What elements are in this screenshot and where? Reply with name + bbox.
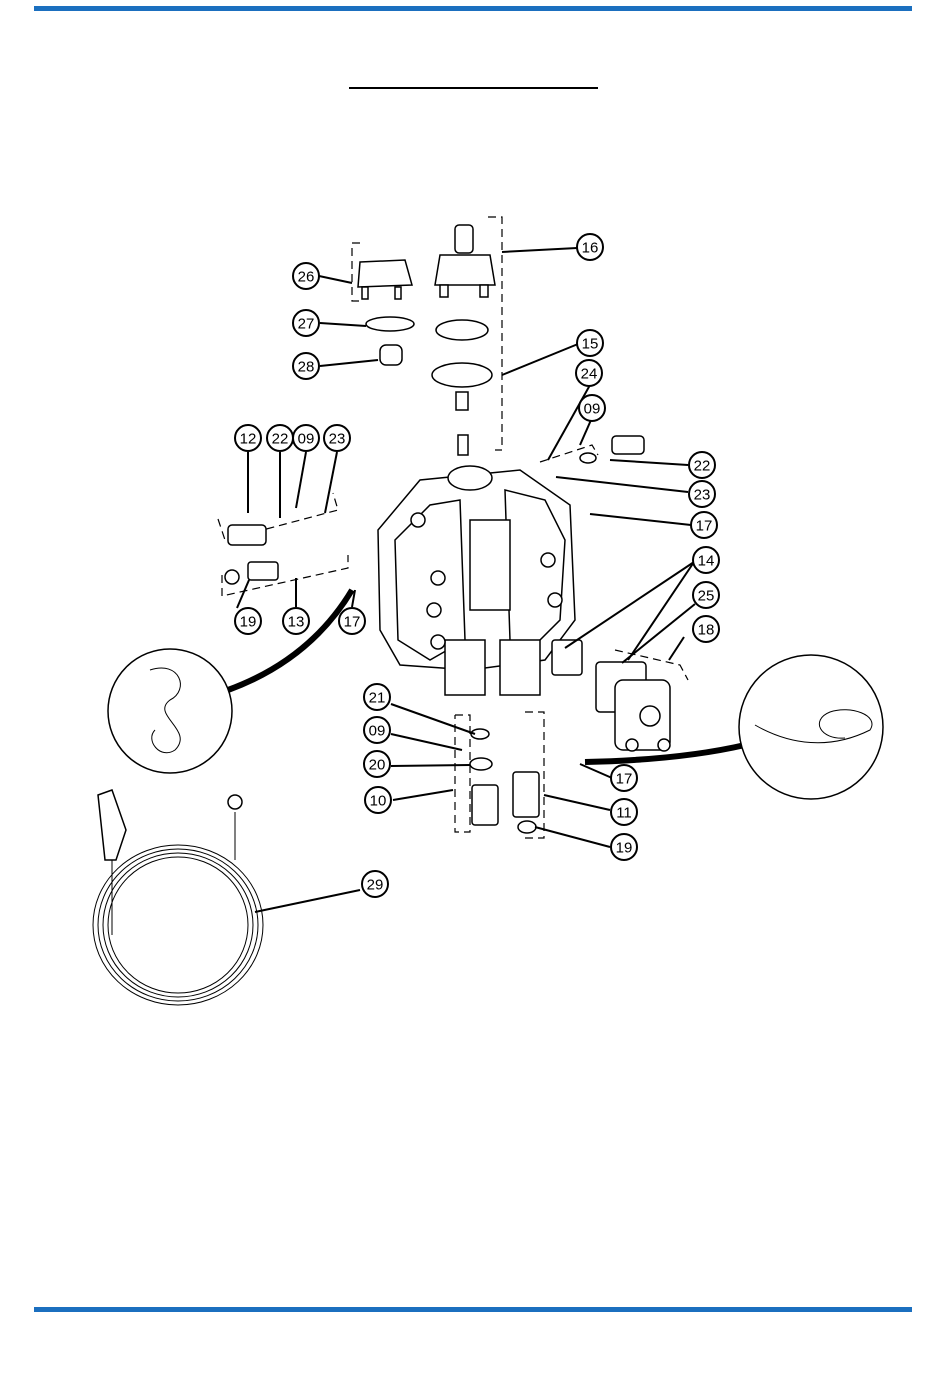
callout-14: 14	[693, 547, 719, 573]
callout-22: 22	[267, 425, 293, 451]
callout-09: 09	[579, 395, 605, 421]
callout-label: 14	[698, 553, 715, 570]
solenoid-block	[552, 640, 670, 751]
callout-23: 23	[324, 425, 350, 451]
callout-label: 10	[370, 793, 387, 810]
callout-label: 25	[698, 588, 715, 605]
callout-label: 20	[369, 757, 386, 774]
right-top-fittings	[580, 436, 644, 463]
callout-19: 19	[235, 608, 261, 634]
callout-label: 23	[329, 431, 346, 448]
callout-24: 24	[576, 360, 602, 386]
callout-label: 24	[581, 366, 598, 383]
callout-18: 18	[693, 616, 719, 642]
callout-15: 15	[577, 330, 603, 356]
air-valve-assembly	[432, 225, 495, 455]
callout-12: 12	[235, 425, 261, 451]
callout-17: 17	[611, 765, 637, 791]
callout-27: 27	[293, 310, 319, 336]
gasket-part	[366, 317, 414, 331]
callout-label: 17	[344, 614, 361, 631]
callout-17: 17	[339, 608, 365, 634]
callout-label: 19	[240, 614, 257, 631]
callout-25: 25	[693, 582, 719, 608]
callout-label: 09	[584, 401, 601, 418]
callout-label: 09	[298, 431, 315, 448]
callout-label: 29	[367, 877, 384, 894]
end-cap-part	[358, 260, 412, 299]
callout-label: 22	[694, 458, 711, 475]
callout-19: 19	[611, 834, 637, 860]
callout-21: 21	[364, 684, 390, 710]
callout-26: 26	[293, 263, 319, 289]
callout-09: 09	[364, 717, 390, 743]
callout-29: 29	[362, 871, 388, 897]
callout-22: 22	[689, 452, 715, 478]
callout-28: 28	[293, 353, 319, 379]
callout-label: 19	[616, 840, 633, 857]
callout-23: 23	[689, 481, 715, 507]
ground-cable-coil	[93, 790, 263, 1005]
callout-11: 11	[611, 799, 637, 825]
callout-label: 27	[298, 316, 315, 333]
callout-label: 12	[240, 431, 257, 448]
callout-16: 16	[577, 234, 603, 260]
callout-label: 11	[616, 805, 632, 822]
callout-label: 17	[616, 771, 633, 788]
callout-20: 20	[364, 751, 390, 777]
plug-part	[380, 345, 402, 365]
callout-label: 23	[694, 487, 711, 504]
callout-label: 15	[582, 336, 599, 353]
callout-label: 18	[698, 622, 715, 639]
callout-label: 16	[582, 240, 599, 257]
callout-17: 17	[691, 512, 717, 538]
callout-09: 09	[293, 425, 319, 451]
bottom-fittings	[470, 729, 539, 833]
callout-label: 28	[298, 359, 315, 376]
callout-label: 17	[696, 518, 713, 535]
callout-label: 22	[272, 431, 289, 448]
callout-10: 10	[365, 787, 391, 813]
callout-label: 21	[369, 690, 386, 707]
left-detail-magnifier	[108, 590, 352, 773]
callout-label: 13	[288, 614, 305, 631]
callout-label: 09	[369, 723, 386, 740]
callout-label: 26	[298, 269, 315, 286]
callout-13: 13	[283, 608, 309, 634]
pump-body	[378, 466, 575, 695]
left-fittings	[225, 525, 278, 584]
